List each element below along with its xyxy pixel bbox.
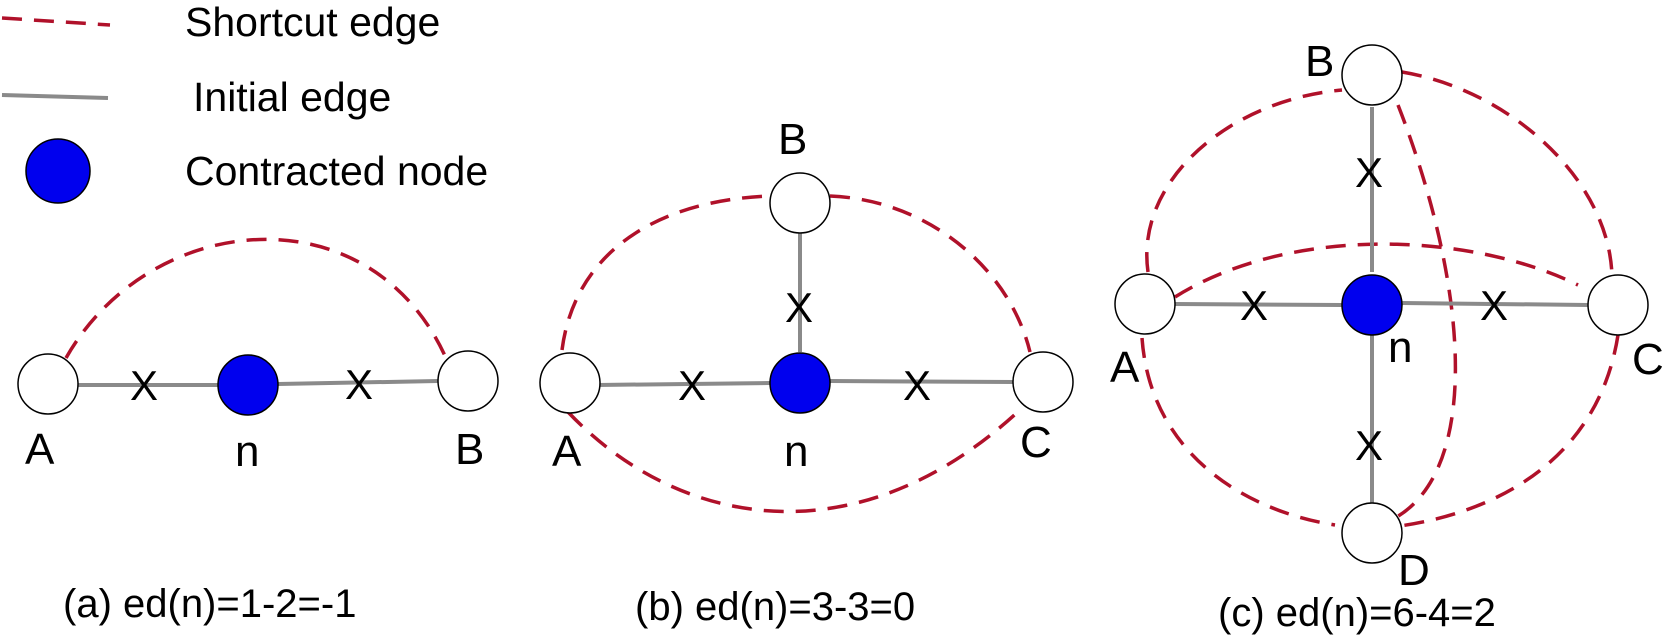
- panel-b: X X X B A n C (b) ed(n)=3-3=0: [539, 115, 1074, 629]
- panel-c-node-n: [1341, 274, 1403, 336]
- panel-c-label-n: n: [1388, 323, 1412, 372]
- panel-b-x-mark-2: X: [678, 362, 706, 409]
- panel-a-initial-n-b: [277, 379, 439, 386]
- panel-b-label-a: A: [552, 427, 582, 476]
- panel-c-label-d: D: [1398, 546, 1430, 595]
- panel-c-shortcut-b-c: [1401, 70, 1614, 278]
- panel-a-label-b: B: [455, 425, 484, 474]
- panel-b-label-b: B: [778, 115, 807, 164]
- panel-c-shortcut-b-d: [1394, 104, 1458, 520]
- panel-b-initial-a-n: [597, 381, 771, 387]
- panel-a-label-n: n: [235, 427, 259, 476]
- panel-b-label-c: C: [1020, 418, 1052, 467]
- legend-shortcut-label: Shortcut edge: [185, 0, 440, 45]
- panel-b-node-b: [769, 172, 831, 234]
- panel-b-node-a: [539, 352, 601, 414]
- panel-a-node-a: [17, 353, 79, 415]
- legend-shortcut-swatch: [1, 16, 111, 27]
- panel-b-initial-n-c: [829, 379, 1015, 384]
- panel-c-x-mark-4: X: [1355, 422, 1383, 469]
- panel-b-shortcut-b-c: [829, 194, 1032, 353]
- panel-c-caption: (c) ed(n)=6-4=2: [1218, 591, 1496, 635]
- panel-a-caption: (a) ed(n)=1-2=-1: [63, 582, 356, 626]
- panel-c-initial-n-c: [1401, 301, 1589, 307]
- panel-b-shortcut-a-c: [566, 406, 1024, 514]
- panel-c-shortcut-a-c: [1174, 242, 1579, 299]
- panel-b-label-n: n: [784, 427, 808, 476]
- panel-a-node-n: [217, 354, 279, 416]
- panel-c-x-mark-1: X: [1355, 149, 1383, 196]
- panel-c-label-c: C: [1632, 335, 1664, 384]
- panel-b-shortcut-a-b: [560, 194, 771, 351]
- panel-c-initial-a-n: [1174, 302, 1343, 307]
- panel-b-x-mark-1: X: [785, 284, 813, 331]
- panel-a-x-mark-2: X: [345, 361, 373, 408]
- panel-c-label-b: B: [1305, 37, 1334, 86]
- panel-b-x-mark-3: X: [903, 362, 931, 409]
- panel-c-shortcut-c-d: [1399, 334, 1620, 528]
- panel-c-shortcut-a-b: [1145, 88, 1343, 273]
- panel-a-node-b: [437, 350, 499, 412]
- panel-c-x-mark-2: X: [1240, 282, 1268, 329]
- panel-c-node-a: [1114, 273, 1176, 335]
- legend-initial-swatch: [1, 93, 109, 100]
- panel-c-x-mark-3: X: [1480, 282, 1508, 329]
- panel-c-node-d: [1341, 502, 1403, 564]
- legend-contracted-swatch: [25, 138, 91, 204]
- legend: Shortcut edge Initial edge Contracted no…: [1, 0, 488, 204]
- panel-b-node-c: [1012, 351, 1074, 413]
- panel-a-label-a: A: [25, 425, 55, 474]
- panel-b-caption: (b) ed(n)=3-3=0: [635, 585, 915, 629]
- panel-c-shortcut-a-d: [1140, 337, 1336, 527]
- panel-b-node-n: [769, 352, 831, 414]
- panel-c-node-c: [1587, 274, 1649, 336]
- panel-c-label-a: A: [1110, 343, 1140, 392]
- panel-a-shortcut-a-b: [64, 237, 448, 359]
- panel-c-node-b: [1341, 44, 1403, 106]
- panel-a: X X A n B (a) ed(n)=1-2=-1: [17, 237, 499, 626]
- panel-c: X X X X B A n C D (c) ed(n)=6-4=2: [1110, 37, 1664, 635]
- legend-contracted-label: Contracted node: [185, 148, 488, 194]
- legend-initial-label: Initial edge: [193, 74, 391, 120]
- panel-a-x-mark-1: X: [130, 362, 158, 409]
